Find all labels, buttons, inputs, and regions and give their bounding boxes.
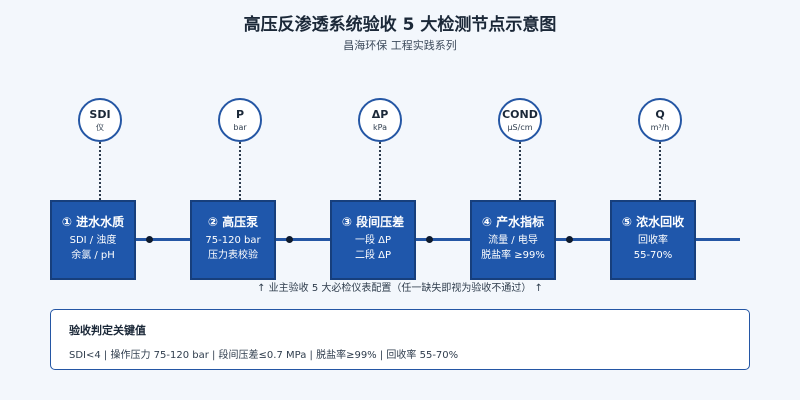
pipe-joint [286, 236, 293, 243]
sensor-tap-line [659, 142, 661, 200]
node-title: ② 高压泵 [207, 215, 259, 229]
sensor-unit: μS/cm [507, 123, 533, 132]
sensor-flow: Q m³/h [638, 98, 682, 142]
page-title: 高压反渗透系统验收 5 大检测节点示意图 [243, 15, 557, 35]
node-high-pressure-pump: ② 高压泵 75-120 bar 压力表校验 [190, 200, 276, 280]
node-detail: 一段 ΔP [354, 235, 392, 246]
node-title: ③ 段间压差 [341, 215, 405, 229]
node-detail: 脱盐率 ≥99% [481, 250, 545, 261]
page-subtitle: 昌海环保 工程实践系列 [343, 39, 457, 52]
node-title: ⑤ 浓水回收 [621, 215, 685, 229]
node-detail: 流量 / 电导 [488, 235, 538, 246]
sensor-symbol: ΔP [371, 108, 389, 121]
sensor-tap-line [379, 142, 381, 200]
sensor-unit: m³/h [650, 123, 670, 132]
sensor-conductivity: COND μS/cm [498, 98, 542, 142]
sensor-sdi: SDI 仪 [78, 98, 122, 142]
node-feed-water: ① 进水水质 SDI / 浊度 余氯 / pH [50, 200, 136, 280]
node-detail: 余氯 / pH [71, 250, 115, 261]
acceptance-note: ↑ 业主验收 5 大必检仪表配置（任一缺失即视为验收不通过） ↑ [257, 283, 543, 294]
node-detail: 回收率 [638, 235, 668, 246]
sensor-pressure: P bar [218, 98, 262, 142]
node-detail: 二段 ΔP [354, 250, 392, 261]
pipe-joint [426, 236, 433, 243]
sensor-symbol: Q [655, 108, 665, 121]
sensor-differential-pressure: ΔP kPa [358, 98, 402, 142]
node-permeate: ④ 产水指标 流量 / 电导 脱盐率 ≥99% [470, 200, 556, 280]
sensor-tap-line [239, 142, 241, 200]
key-values-text: SDI<4 | 操作压力 75-120 bar | 段间压差≤0.7 MPa |… [69, 350, 459, 361]
sensor-tap-line [99, 142, 101, 200]
node-concentrate-recovery: ⑤ 浓水回收 回收率 55-70% [610, 200, 696, 280]
key-values-heading: 验收判定关键值 [69, 324, 146, 337]
sensor-unit: bar [233, 123, 247, 132]
node-detail: 75-120 bar [205, 235, 261, 246]
pipe-joint [566, 236, 573, 243]
sensor-tap-line [519, 142, 521, 200]
key-values-panel: 验收判定关键值 SDI<4 | 操作压力 75-120 bar | 段间压差≤0… [50, 309, 750, 370]
sensor-symbol: P [235, 108, 245, 121]
node-title: ④ 产水指标 [481, 215, 545, 229]
sensor-symbol: SDI [89, 108, 111, 121]
sensor-unit: 仪 [96, 123, 104, 132]
node-detail: 压力表校验 [208, 250, 258, 261]
node-title: ① 进水水质 [61, 215, 125, 229]
node-detail: 55-70% [633, 250, 673, 261]
node-stage-pressure-drop: ③ 段间压差 一段 ΔP 二段 ΔP [330, 200, 416, 280]
node-detail: SDI / 浊度 [69, 235, 117, 246]
sensor-unit: kPa [373, 123, 387, 132]
sensor-symbol: COND [502, 108, 538, 121]
pipe-joint [146, 236, 153, 243]
